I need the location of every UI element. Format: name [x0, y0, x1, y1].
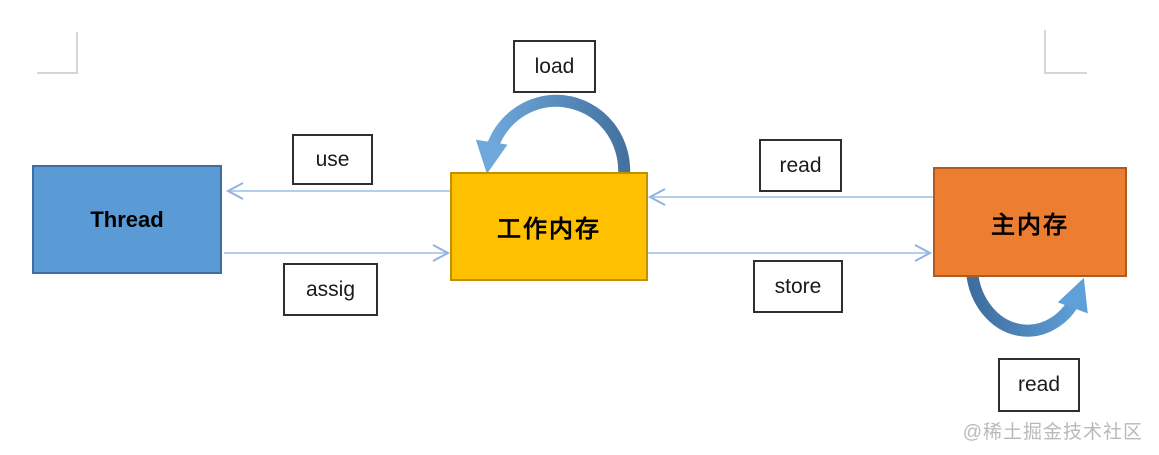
edge-label-read-top: read: [759, 139, 842, 192]
node-working-memory: 工作内存: [450, 172, 648, 281]
edge-label-read-top-text: read: [779, 153, 822, 177]
read-arrow: [647, 188, 933, 206]
edge-label-store-text: store: [774, 274, 822, 298]
use-arrow: [225, 182, 452, 200]
edge-label-load-text: load: [534, 54, 575, 78]
node-thread: Thread: [32, 165, 222, 274]
node-main-memory: 主内存: [933, 167, 1127, 277]
edge-label-load: load: [513, 40, 596, 93]
edge-label-use: use: [292, 134, 373, 185]
edge-label-store: store: [753, 260, 843, 313]
assign-arrow: [224, 244, 451, 262]
page-corner-mark-right: [1044, 30, 1087, 74]
store-arrow: [645, 244, 933, 262]
edge-label-read-bottom: read: [998, 358, 1080, 412]
watermark: @稀土掘金技术社区: [962, 422, 1143, 443]
node-main-memory-label: 主内存: [991, 211, 1069, 239]
node-working-memory-label: 工作内存: [497, 216, 601, 243]
load-loop-arrow: [475, 94, 631, 177]
edge-label-read-bottom-text: read: [1017, 373, 1061, 396]
edge-label-assign-text: assig: [305, 277, 356, 301]
read-loop-arrow: [966, 271, 1088, 337]
edge-label-assign: assig: [283, 263, 378, 316]
edge-label-use-text: use: [315, 147, 350, 171]
node-thread-label: Thread: [90, 206, 164, 232]
page-corner-mark-left: [37, 32, 78, 74]
